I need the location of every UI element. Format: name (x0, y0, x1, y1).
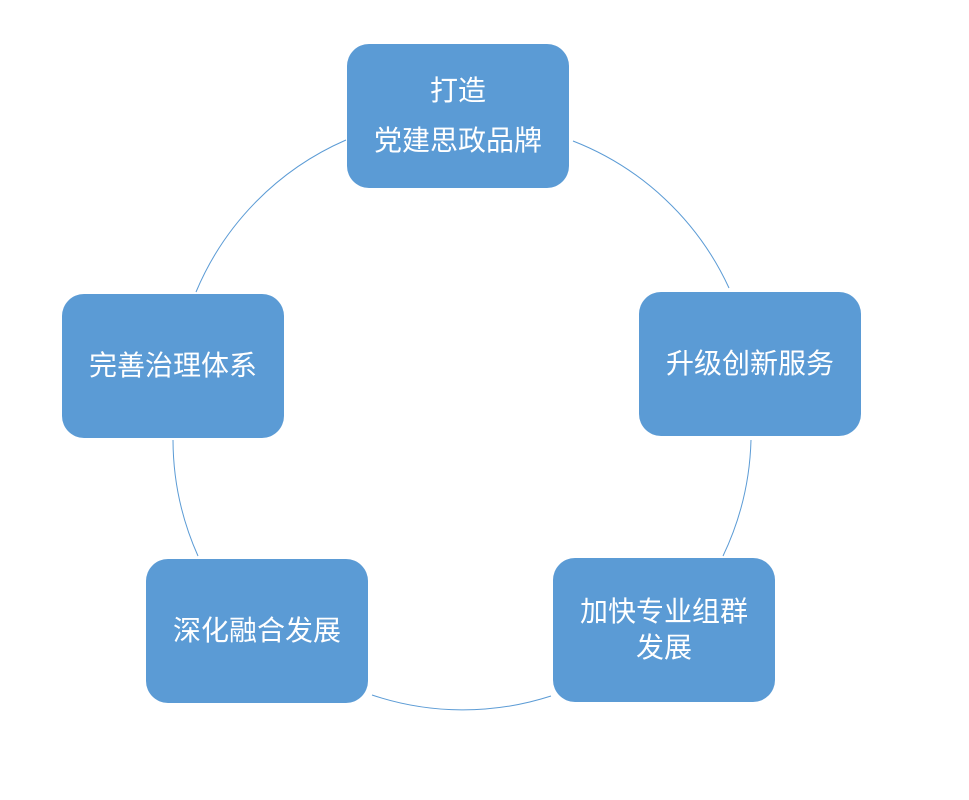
connector-top-right (572, 140, 730, 289)
node-label: 发展 (635, 631, 692, 664)
node-label: 打造 (429, 73, 486, 107)
node-accelerate-professional-groups: 加快专业组群 发展 (553, 558, 775, 702)
connector-bottom-left-left (172, 439, 199, 557)
connector-left-top (195, 139, 347, 293)
node-label: 深化融合发展 (172, 613, 341, 647)
connector-right-bottom-right (722, 439, 752, 557)
node-build-party-brand: 打造 党建思政品牌 (347, 44, 569, 188)
connector-bottom-right-bottom-left (371, 694, 552, 711)
node-label: 完善治理体系 (88, 348, 257, 382)
node-label: 升级创新服务 (665, 346, 834, 380)
node-deepen-integration: 深化融合发展 (146, 559, 368, 703)
node-improve-governance: 完善治理体系 (62, 294, 284, 438)
node-label: 党建思政品牌 (373, 124, 542, 157)
node-upgrade-innovation-service: 升级创新服务 (639, 292, 861, 436)
node-label: 加快专业组群 (579, 594, 748, 628)
